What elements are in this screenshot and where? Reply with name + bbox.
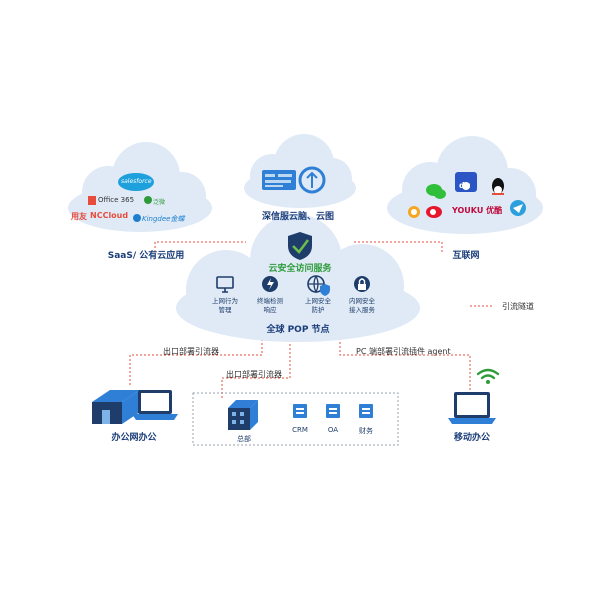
internet-label: 互联网 (452, 251, 480, 261)
nccloud-text: NCCloud (90, 211, 129, 220)
tunnel-hq (221, 340, 291, 398)
tunnel-mobile (339, 338, 471, 390)
service-label-edr: 终端检测 响应 (257, 297, 283, 314)
office365-text: Office 365 (98, 196, 135, 204)
baidu-text: du (459, 181, 471, 190)
office-laptop-icon (132, 390, 178, 420)
lightning-icon (262, 276, 278, 292)
pc-agent-label: PC 端部署引流插件 agent (356, 347, 451, 356)
kingdee-logo (133, 214, 141, 222)
saas-cloud (68, 142, 212, 232)
crm-label: CRM (292, 426, 308, 434)
weibo-icon (426, 206, 442, 218)
tunnel-saas (154, 241, 246, 252)
baidu-paw-icon (455, 172, 477, 192)
hq-building-icon (228, 400, 258, 430)
snail-icon (408, 206, 420, 218)
finance-server-icon (359, 404, 373, 418)
salesforce-logo (118, 173, 154, 191)
tunnel-office (129, 338, 263, 385)
crm-server-icon (293, 404, 307, 418)
fanwei-logo (144, 196, 152, 204)
yonyou-text: 用友 (71, 212, 87, 221)
pop-node-label: 全球 POP 节点 (266, 325, 330, 335)
saas-label: SaaS/ 公有云应用 (107, 251, 185, 261)
center-cloud (244, 134, 356, 208)
office365-logo (88, 196, 96, 205)
hq-exit-label: 出口部署引流器 (226, 370, 282, 379)
globe-shield-icon (307, 275, 330, 296)
fanwei-text: 泛微 (153, 199, 166, 206)
service-label-web-security: 上网安全 防护 (305, 297, 331, 314)
office-building-icon (92, 390, 140, 424)
service-label-behavior: 上网行为 管理 (212, 297, 238, 314)
youku-text: YOUKU 优酷 (452, 206, 503, 215)
finance-label: 财务 (359, 427, 373, 435)
service-title: 云安全访问服务 (268, 264, 332, 274)
legend-label: 引流隧道 (502, 302, 534, 311)
wifi-icon (476, 368, 500, 380)
shield-icon (288, 232, 312, 260)
cloud-brain-icon (298, 166, 326, 194)
oa-server-icon (326, 404, 340, 418)
qq-icon (492, 178, 504, 195)
center-cloud-label: 深信服云脑、云图 (261, 212, 335, 222)
mobile-laptop-icon (448, 392, 496, 424)
wechat-icon (426, 184, 446, 199)
tunnel-internet (352, 241, 443, 252)
monitor-icon (216, 276, 234, 293)
service-label-intranet-access: 内网安全 接入服务 (349, 297, 375, 314)
office-label: 办公网办公 (111, 433, 157, 443)
oa-label: OA (327, 426, 339, 434)
kingdee-text: Kingdee金蝶 (142, 215, 185, 223)
office-exit-label: 出口部署引流器 (163, 347, 219, 356)
salesforce-text: salesforce (121, 178, 152, 185)
tunnel-lines (129, 241, 494, 398)
mobile-label: 移动办公 (453, 433, 491, 443)
hq-box (192, 392, 399, 446)
lock-icon (354, 276, 370, 292)
telegram-icon (510, 200, 526, 216)
hq-label: 总部 (237, 435, 251, 443)
